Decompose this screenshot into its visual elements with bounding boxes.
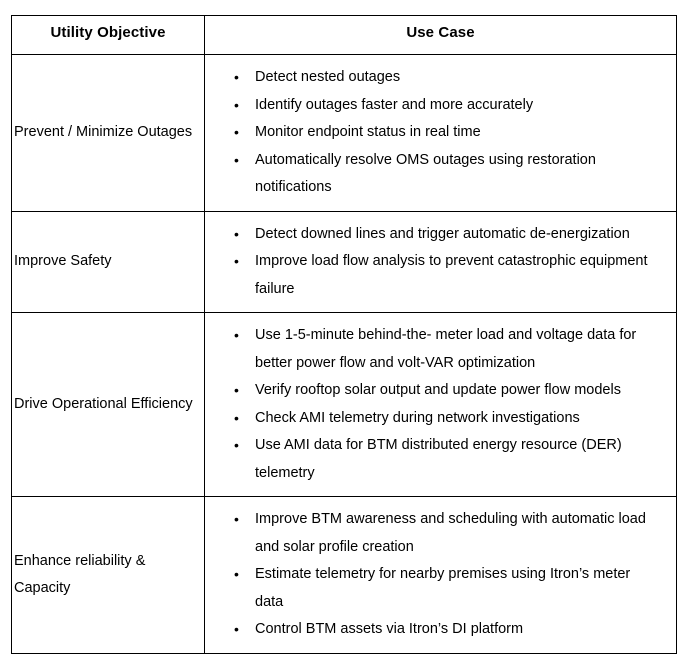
utility-objective-label: Enhance reliability & Capacity <box>14 552 146 596</box>
utility-objective-cell: Improve Safety <box>11 210 205 313</box>
use-case-text: Identify outages faster and more accurat… <box>255 96 534 113</box>
use-case-list-item: • Detect nested outages <box>205 64 666 92</box>
bullet-icon: • <box>234 69 239 85</box>
utility-objective-cell: Prevent / Minimize Outages <box>11 54 205 212</box>
bullet-icon: • <box>234 327 239 343</box>
use-case-text: Verify rooftop solar output and update p… <box>255 382 621 398</box>
use-case-list-item: • Detect downed lines and trigger automat… <box>205 221 666 249</box>
table-row: Enhance reliability & Capacity • Improve B… <box>11 496 677 654</box>
use-case-list-item: • Automatically resolve OMS outages using… <box>205 147 666 202</box>
table-row: Prevent / Minimize Outages • Detect nested… <box>11 54 677 212</box>
column-header-use-case: Use Case <box>204 15 677 55</box>
bullet-icon: • <box>234 409 239 426</box>
bullet-icon: • <box>234 382 239 398</box>
use-case-list: • Detect downed lines and trigger automat… <box>205 212 676 313</box>
table-header: Utility Objective Use Case <box>11 15 677 55</box>
use-case-text: Control BTM assets via Itron’s DI platfo… <box>255 621 524 637</box>
utility-objective-cell: Enhance reliability & Capacity <box>11 496 205 654</box>
bullet-icon: • <box>234 151 239 168</box>
use-case-list: • Use 1-5-minute behind-the- meter load a… <box>205 313 676 496</box>
use-case-text: Estimate telemetry for nearby premises u… <box>255 566 631 610</box>
utility-objective-use-case-table: Utility Objective Use Case Prevent / Min… <box>11 15 677 654</box>
use-case-text: Automatically resolve OMS outages using … <box>255 151 596 196</box>
table-header-row: Utility Objective Use Case <box>11 15 677 55</box>
use-case-list-item: • Use 1-5-minute behind-the- meter load a… <box>205 322 666 377</box>
use-case-list: • Detect nested outages • Identify outages … <box>205 55 676 211</box>
bullet-icon: • <box>234 621 239 637</box>
use-case-text: Improve BTM awareness and scheduling wit… <box>255 511 646 555</box>
use-case-cell: • Detect nested outages • Identify outages … <box>204 54 677 212</box>
utility-objective-label: Improve Safety <box>14 253 112 270</box>
bullet-icon: • <box>234 566 239 582</box>
use-case-list-item: • Improve load flow analysis to prevent c… <box>205 248 666 303</box>
table-row: Improve Safety • Detect downed lines and t… <box>11 210 677 313</box>
use-case-list-item: • Estimate telemetry for nearby premises … <box>205 561 666 616</box>
use-case-text: Detect nested outages <box>255 69 401 85</box>
use-case-text: Use 1-5-minute behind-the- meter load an… <box>255 327 637 371</box>
use-case-cell: • Use 1-5-minute behind-the- meter load a… <box>204 312 677 497</box>
utility-objective-cell: Drive Operational Efficiency <box>11 312 205 497</box>
column-header-utility-objective: Utility Objective <box>11 15 205 55</box>
use-case-list-item: • Control BTM assets via Itron’s DI platf… <box>205 616 666 644</box>
bullet-icon: • <box>234 253 239 269</box>
use-case-text: Monitor endpoint status in real time <box>255 124 481 140</box>
use-case-text: Check AMI telemetry during network inves… <box>255 409 580 426</box>
column-header-utility-objective-label: Utility Objective <box>50 24 166 41</box>
use-case-text: Use AMI data for BTM distributed energy … <box>255 437 622 481</box>
use-case-cell: • Detect downed lines and trigger automat… <box>204 210 677 313</box>
table-row: Drive Operational Efficiency • Use 1-5-min… <box>11 312 677 497</box>
use-case-cell: • Improve BTM awareness and scheduling wi… <box>204 496 677 654</box>
bullet-icon: • <box>234 437 239 453</box>
utility-objective-use-case-table-wrapper: Utility Objective Use Case Prevent / Min… <box>11 15 677 654</box>
bullet-icon: • <box>234 124 239 140</box>
utility-objective-label: Drive Operational Efficiency <box>14 396 193 412</box>
table-body: Prevent / Minimize Outages • Detect nested… <box>11 54 677 654</box>
use-case-list-item: • Monitor endpoint status in real time <box>205 119 666 147</box>
use-case-list-item: • Improve BTM awareness and scheduling wi… <box>205 506 666 561</box>
use-case-list-item: • Verify rooftop solar output and update … <box>205 377 666 405</box>
use-case-list-item: • Check AMI telemetry during network inve… <box>205 405 666 433</box>
use-case-text: Detect downed lines and trigger automati… <box>255 225 630 242</box>
use-case-text: Improve load flow analysis to prevent ca… <box>255 253 648 297</box>
column-header-use-case-label: Use Case <box>406 24 475 41</box>
use-case-list: • Improve BTM awareness and scheduling wi… <box>205 497 676 653</box>
utility-objective-label: Prevent / Minimize Outages <box>14 124 193 141</box>
use-case-list-item: • Identify outages faster and more accura… <box>205 92 666 120</box>
bullet-icon: • <box>234 96 239 113</box>
use-case-list-item: • Use AMI data for BTM distributed energy… <box>205 432 666 487</box>
bullet-icon: • <box>234 225 239 242</box>
bullet-icon: • <box>234 511 239 527</box>
